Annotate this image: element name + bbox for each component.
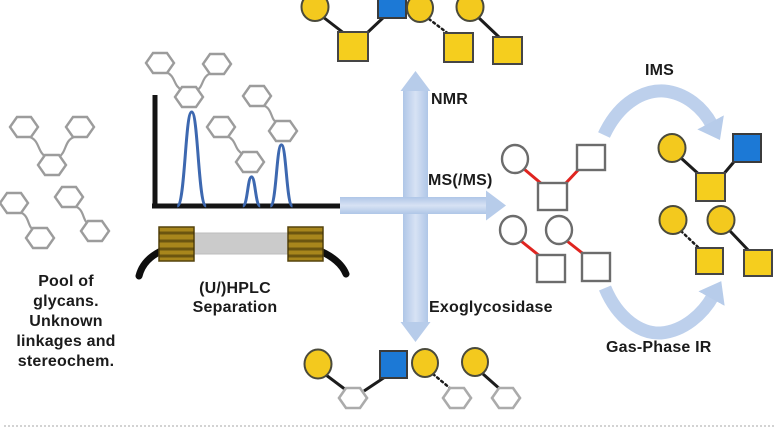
pool-caption: Pool of glycans. Unknown linkages and st… [16,273,116,370]
technique-arrows [340,71,725,342]
chromatogram-peak [175,110,208,208]
gray-hexagon-icon [173,85,205,109]
yellow-square-icon [443,32,474,63]
chromatogram-peak [241,175,262,208]
yellow-circle-icon [658,205,688,235]
gray-hexagon-icon [267,119,299,143]
gas-ir-resolved-glycans [658,205,773,277]
yellow-circle-icon [303,348,333,380]
arrow-gas-phase-ir [599,281,725,340]
blue-square-icon [377,0,407,19]
nmr-label: NMR [431,91,469,108]
exoglycosidase-label: Exoglycosidase [429,299,553,316]
gray-hexagon-icon [201,52,233,76]
gray-hexagon-icon [79,219,111,243]
hplc-column [135,226,350,280]
gray-hexagon-icon [8,115,40,139]
gray-hexagon-icon [241,84,273,108]
yellow-circle-icon [455,0,485,22]
chromatogram [144,51,348,209]
bond-dotted [679,229,703,252]
yellow-circle-icon [411,348,439,378]
yellow-square-icon [492,36,523,65]
ms-fragments [498,143,612,284]
white-square-icon [536,181,569,212]
arrow-ims [598,84,724,141]
white-hexagon-icon [337,386,369,410]
bond-solid [325,373,347,392]
white-circle-icon [500,143,530,175]
hplc-caption: (U/)HPLC Separation [192,280,278,316]
wavy-bond [261,103,279,125]
column-cap-left [158,226,195,262]
column-cap-right [287,226,324,262]
yellow-square-icon [337,31,369,62]
wavy-bond [56,135,76,160]
gray-hexagon-icon [36,153,68,177]
gray-hexagon-icon [24,226,56,250]
bond-dotted [431,372,453,391]
bond-solid [363,375,386,393]
digested-glycans-bottom [303,347,522,410]
yellow-circle-icon [300,0,330,22]
yellow-square-icon [695,172,726,202]
gray-hexagon-icon [53,185,85,209]
column-body [189,232,293,255]
chromatogram-peaks [175,110,294,208]
separated-glycans-top [300,0,523,65]
white-circle-icon [544,214,574,246]
ms-label: MS(/MS) [428,172,493,189]
chromatogram-axes [152,95,348,209]
gray-hexagon-icon [0,191,30,215]
blue-square-icon [379,350,408,379]
gas-phase-ir-label: Gas-Phase IR [606,339,712,356]
bond-solid [477,16,502,40]
ims-resolved-glycan [657,133,762,202]
white-hexagon-icon [441,386,473,410]
white-square-icon [580,251,612,283]
gray-hexagon-icon [64,115,96,139]
chromatogram-peak [268,143,294,208]
yellow-square-icon [695,247,724,275]
white-square-icon [535,253,567,284]
ims-label: IMS [645,62,675,79]
gray-hexagon-icon [144,51,176,75]
bond-solid [728,229,752,254]
cropped-edge-artifact [4,425,774,427]
yellow-circle-icon [406,0,434,23]
yellow-circle-icon [461,347,489,377]
gray-hexagon-icon [234,150,266,174]
blue-square-icon [732,133,762,163]
gray-hexagon-icon [205,115,237,139]
yellow-square-icon [743,249,773,277]
wavy-bond [18,210,36,232]
wavy-bond [225,134,245,156]
glycan-pool [0,115,111,250]
wavy-bond [164,70,184,92]
white-hexagon-icon [490,386,522,410]
white-circle-icon [498,214,528,246]
yellow-circle-icon [657,133,687,163]
yellow-circle-icon [706,205,736,235]
white-square-icon [575,143,607,172]
